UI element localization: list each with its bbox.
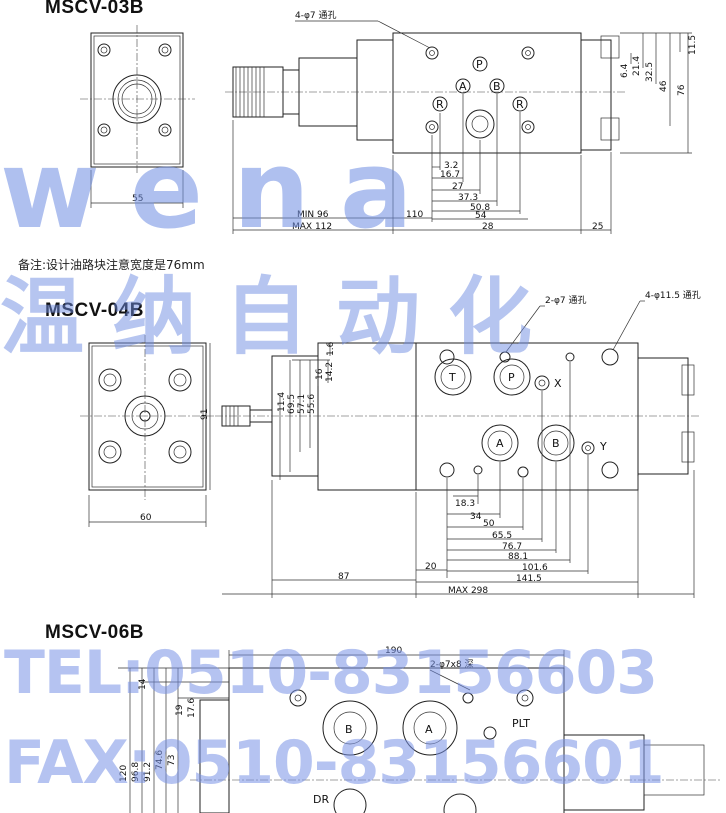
- callout-04b-holes-7: 2-φ7 通孔: [545, 295, 587, 306]
- dim-03b-11-5: 11.5: [688, 35, 698, 55]
- dim-04b-87: 87: [338, 572, 349, 582]
- dim-04b-55-6: 55.6: [307, 394, 317, 414]
- dim-04b-width-60: 60: [140, 513, 152, 523]
- watermark-tel: TEL:0510-83156603: [4, 638, 658, 708]
- watermark-fax: FAX:0510-83156601: [4, 728, 665, 798]
- dim-04b-69-5: 69.5: [287, 394, 297, 414]
- callout-04b-holes-11-5: 4-φ11.5 通孔: [645, 290, 701, 301]
- mscv-04b-front-body: [88, 342, 207, 491]
- dim-06b-91-2: 91.2: [143, 762, 153, 782]
- dim-06b-19: 19: [175, 704, 185, 716]
- dim-04b-11-4: 11.4: [277, 392, 287, 412]
- mscv-04b-drawing: 60 91 T P X A B Y 2-φ7: [80, 290, 701, 598]
- dim-03b-50-8: 50.8: [470, 203, 490, 213]
- design-note: 备注:设计油路块注意宽度是76mm: [18, 258, 205, 272]
- dim-03b-32-5: 32.5: [645, 62, 655, 82]
- callout-03b-holes: 4-φ7 通孔: [295, 10, 337, 21]
- watermark-company-name: 温纳自动化: [0, 268, 561, 366]
- section-title-mscv-03b: MSCV-03B: [45, 0, 145, 18]
- dim-03b-27: 27: [452, 182, 463, 192]
- dim-03b-21-4: 21.4: [632, 56, 642, 76]
- dim-04b-101-6: 101.6: [522, 563, 548, 573]
- dim-03b-height-76: 76: [677, 84, 687, 96]
- port-03b-b: B: [493, 80, 501, 93]
- port-03b-p: P: [476, 58, 483, 71]
- dim-06b-74-6: 74.6: [155, 750, 165, 770]
- dim-04b-34: 34: [470, 512, 482, 522]
- dim-04b-57-1: 57.1: [297, 394, 307, 414]
- port-04b-y: Y: [599, 440, 607, 453]
- dim-03b-min-96: MIN 96: [297, 210, 329, 220]
- dim-06b-14: 14: [138, 678, 148, 690]
- dim-04b-height-91: 91: [200, 409, 210, 420]
- dim-04b-16: 16: [315, 368, 325, 380]
- dim-03b-28: 110: [406, 210, 423, 220]
- dim-03b-54: 54: [475, 211, 487, 221]
- dim-04b-76-7: 76.7: [502, 542, 522, 552]
- dim-04b-20: 20: [425, 562, 437, 572]
- dim-04b-18-3: 18.3: [455, 499, 475, 509]
- callout-06b-holes: 2-φ7x8 深: [430, 659, 474, 670]
- dim-06b-96-8: 96.8: [131, 762, 141, 782]
- port-06b-dr: DR: [313, 793, 329, 806]
- port-06b-plt: PLT: [512, 717, 530, 730]
- dim-04b-1-6: 1.6: [326, 341, 336, 356]
- section-title-mscv-06b: MSCV-06B: [45, 622, 145, 643]
- dim-03b-3-2: 3.2: [444, 161, 458, 171]
- dim-03b-width-55: 55: [132, 194, 143, 204]
- dim-03b-6-4: 6.4: [620, 63, 630, 78]
- mscv-06b-drawing: B A PLT DR 2-φ7x8 深 190 120 96.8 91.2 74…: [118, 646, 720, 813]
- dim-03b-max-112: MAX 112: [292, 222, 332, 232]
- section-title-mscv-04b: MSCV-04B: [45, 300, 145, 321]
- port-04b-p: P: [508, 371, 515, 384]
- watermark-brand: wena: [0, 128, 443, 253]
- mscv-03b-drawing: 55 P A B R R 4-φ7 通孔: [80, 10, 698, 234]
- port-04b-b: B: [552, 437, 560, 450]
- dim-03b-46: 46: [659, 80, 669, 92]
- dim-06b-17-6: 17.6: [187, 698, 197, 718]
- port-06b-a: A: [425, 723, 433, 736]
- dim-06b-120: 120: [119, 765, 129, 782]
- dim-04b-max-298: MAX 298: [448, 586, 488, 596]
- port-04b-a: A: [496, 437, 504, 450]
- port-03b-a: A: [459, 80, 467, 93]
- dim-04b-141-5: 141.5: [516, 574, 542, 584]
- port-04b-x: X: [554, 377, 562, 390]
- dim-04b-50: 50: [483, 519, 495, 529]
- port-03b-r2: R: [516, 98, 524, 111]
- dim-03b-110: 28: [482, 222, 494, 232]
- dim-03b-37-3: 37.3: [458, 193, 478, 203]
- port-03b-r1: R: [436, 98, 444, 111]
- dim-06b-190: 190: [385, 646, 402, 656]
- dim-03b-25: 25: [592, 222, 603, 232]
- port-06b-b: B: [345, 723, 353, 736]
- port-04b-t: T: [448, 371, 456, 384]
- dim-04b-65-5: 65.5: [492, 531, 512, 541]
- dim-04b-14-2: 14.2: [325, 362, 335, 382]
- dim-03b-16-7: 16.7: [440, 170, 460, 180]
- dim-06b-73: 73: [167, 755, 177, 766]
- dim-04b-88-1: 88.1: [508, 552, 528, 562]
